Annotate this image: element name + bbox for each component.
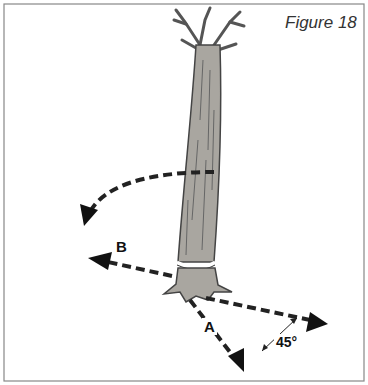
angle-label: 45° (274, 334, 299, 350)
frame (4, 4, 364, 381)
tree-trunk (178, 45, 221, 262)
bark-texture (186, 60, 214, 255)
stump (164, 268, 232, 302)
felling-cut (177, 262, 215, 267)
direction-label: B (114, 238, 129, 255)
figure-number: Figure 18 (285, 14, 357, 31)
fall-direction-arrows (90, 172, 310, 360)
arrowheads (80, 204, 328, 372)
branches (174, 8, 244, 50)
direction-label: A (202, 318, 217, 335)
